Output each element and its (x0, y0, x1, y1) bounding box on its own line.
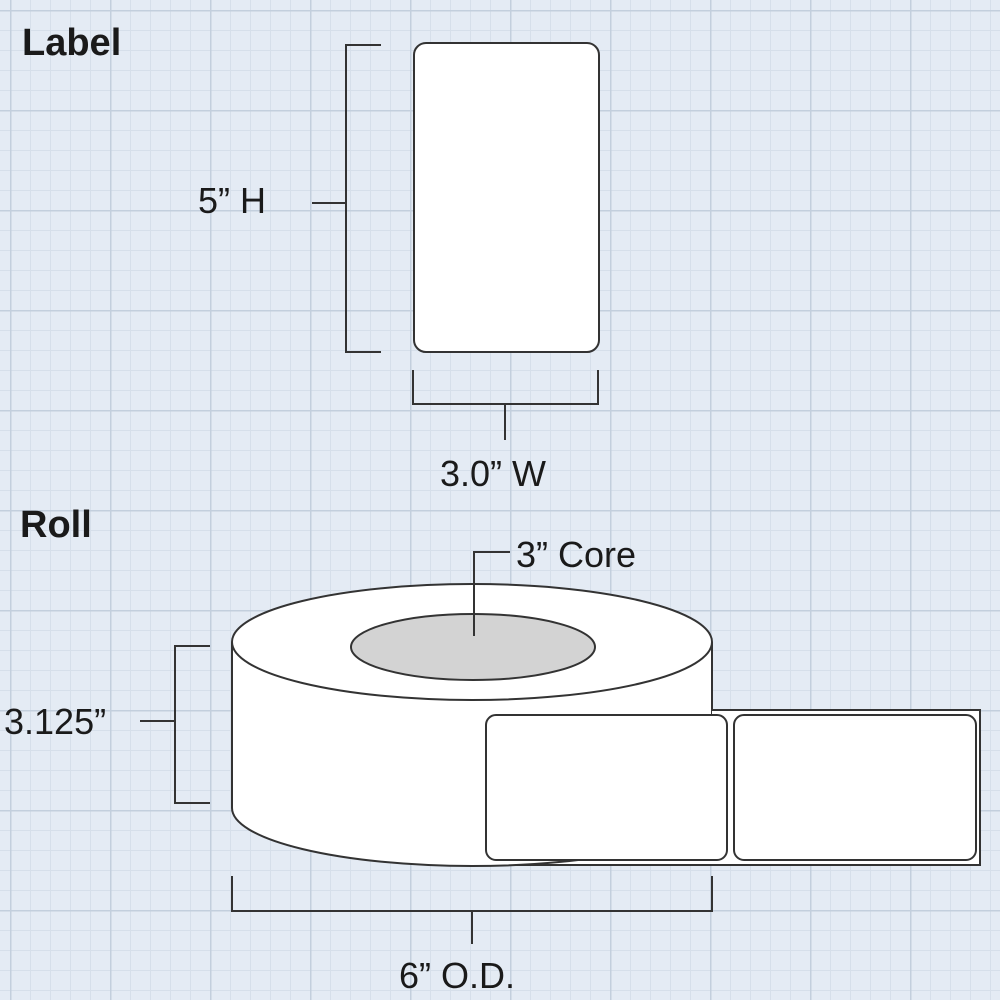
roll-width-bracket (140, 645, 210, 804)
label-height-dimension: 5” H (198, 180, 267, 221)
roll-width-dimension: 3.125” (4, 701, 107, 742)
label-sheet (413, 42, 600, 353)
core-leader-line (473, 551, 510, 636)
label-width-bracket (412, 370, 599, 440)
label-height-bracket (312, 44, 381, 353)
roll-core-dimension: 3” Core (516, 534, 637, 575)
label-width-dimension: 3.0” W (440, 453, 547, 494)
label-section-title: Label (22, 22, 122, 64)
roll-outer-diameter-dimension: 6” O.D. (399, 955, 516, 996)
roll-section-title: Roll (20, 504, 92, 546)
roll-diameter-bracket (231, 876, 713, 944)
roll-label-2 (733, 714, 977, 861)
roll-label-1 (485, 714, 728, 861)
